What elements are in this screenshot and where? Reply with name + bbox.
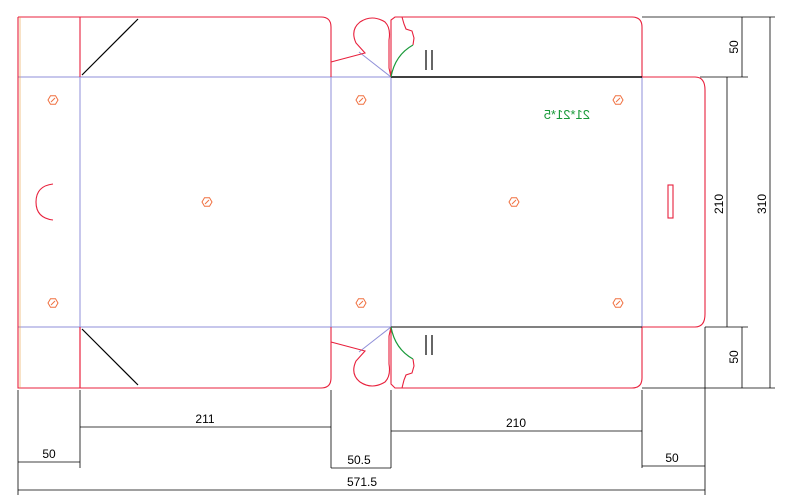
hex-mark-tick: [615, 97, 621, 103]
hex-mark-tick: [358, 97, 364, 103]
hex-mark-tick: [204, 199, 210, 205]
dim-total-height: 310: [755, 194, 769, 214]
hex-registration-mark: [508, 197, 520, 207]
hex-registration-mark: [355, 95, 367, 105]
cut-lines: [17, 16, 706, 389]
hex-mark-tick: [615, 300, 621, 306]
dim-top-flap: 50: [727, 40, 741, 54]
hex-registration-mark: [612, 298, 624, 308]
dim-front-width: 211: [195, 412, 214, 426]
dim-left-flap: 50: [42, 447, 56, 461]
hex-mark-tick: [50, 300, 56, 306]
dim-panel-height: 210: [712, 194, 726, 214]
dim-tab: 50.5: [347, 453, 371, 467]
green-arcs: [390, 44, 414, 360]
hex-registration-mark: [47, 298, 59, 308]
hex-mark-tick: [511, 199, 517, 205]
hex-mark-tick: [358, 300, 364, 306]
crease-lines: [18, 51, 643, 353]
hex-registration-mark: [355, 298, 367, 308]
dim-glue-flap: 50: [665, 451, 679, 465]
hex-registration-mark: [612, 95, 624, 105]
dimension-lines: [17, 16, 775, 495]
hex-registration-mark: [201, 197, 213, 207]
dim-back-width: 210: [506, 416, 526, 430]
dim-bottom-flap: 50: [727, 350, 741, 364]
hex-mark-tick: [50, 97, 56, 103]
print-mark: 21*21*5: [544, 107, 590, 122]
black-lines: [81, 18, 642, 386]
hex-registration-mark: [47, 95, 59, 105]
dim-total-width: 571.5: [347, 475, 377, 489]
hex-marks: [47, 95, 624, 308]
